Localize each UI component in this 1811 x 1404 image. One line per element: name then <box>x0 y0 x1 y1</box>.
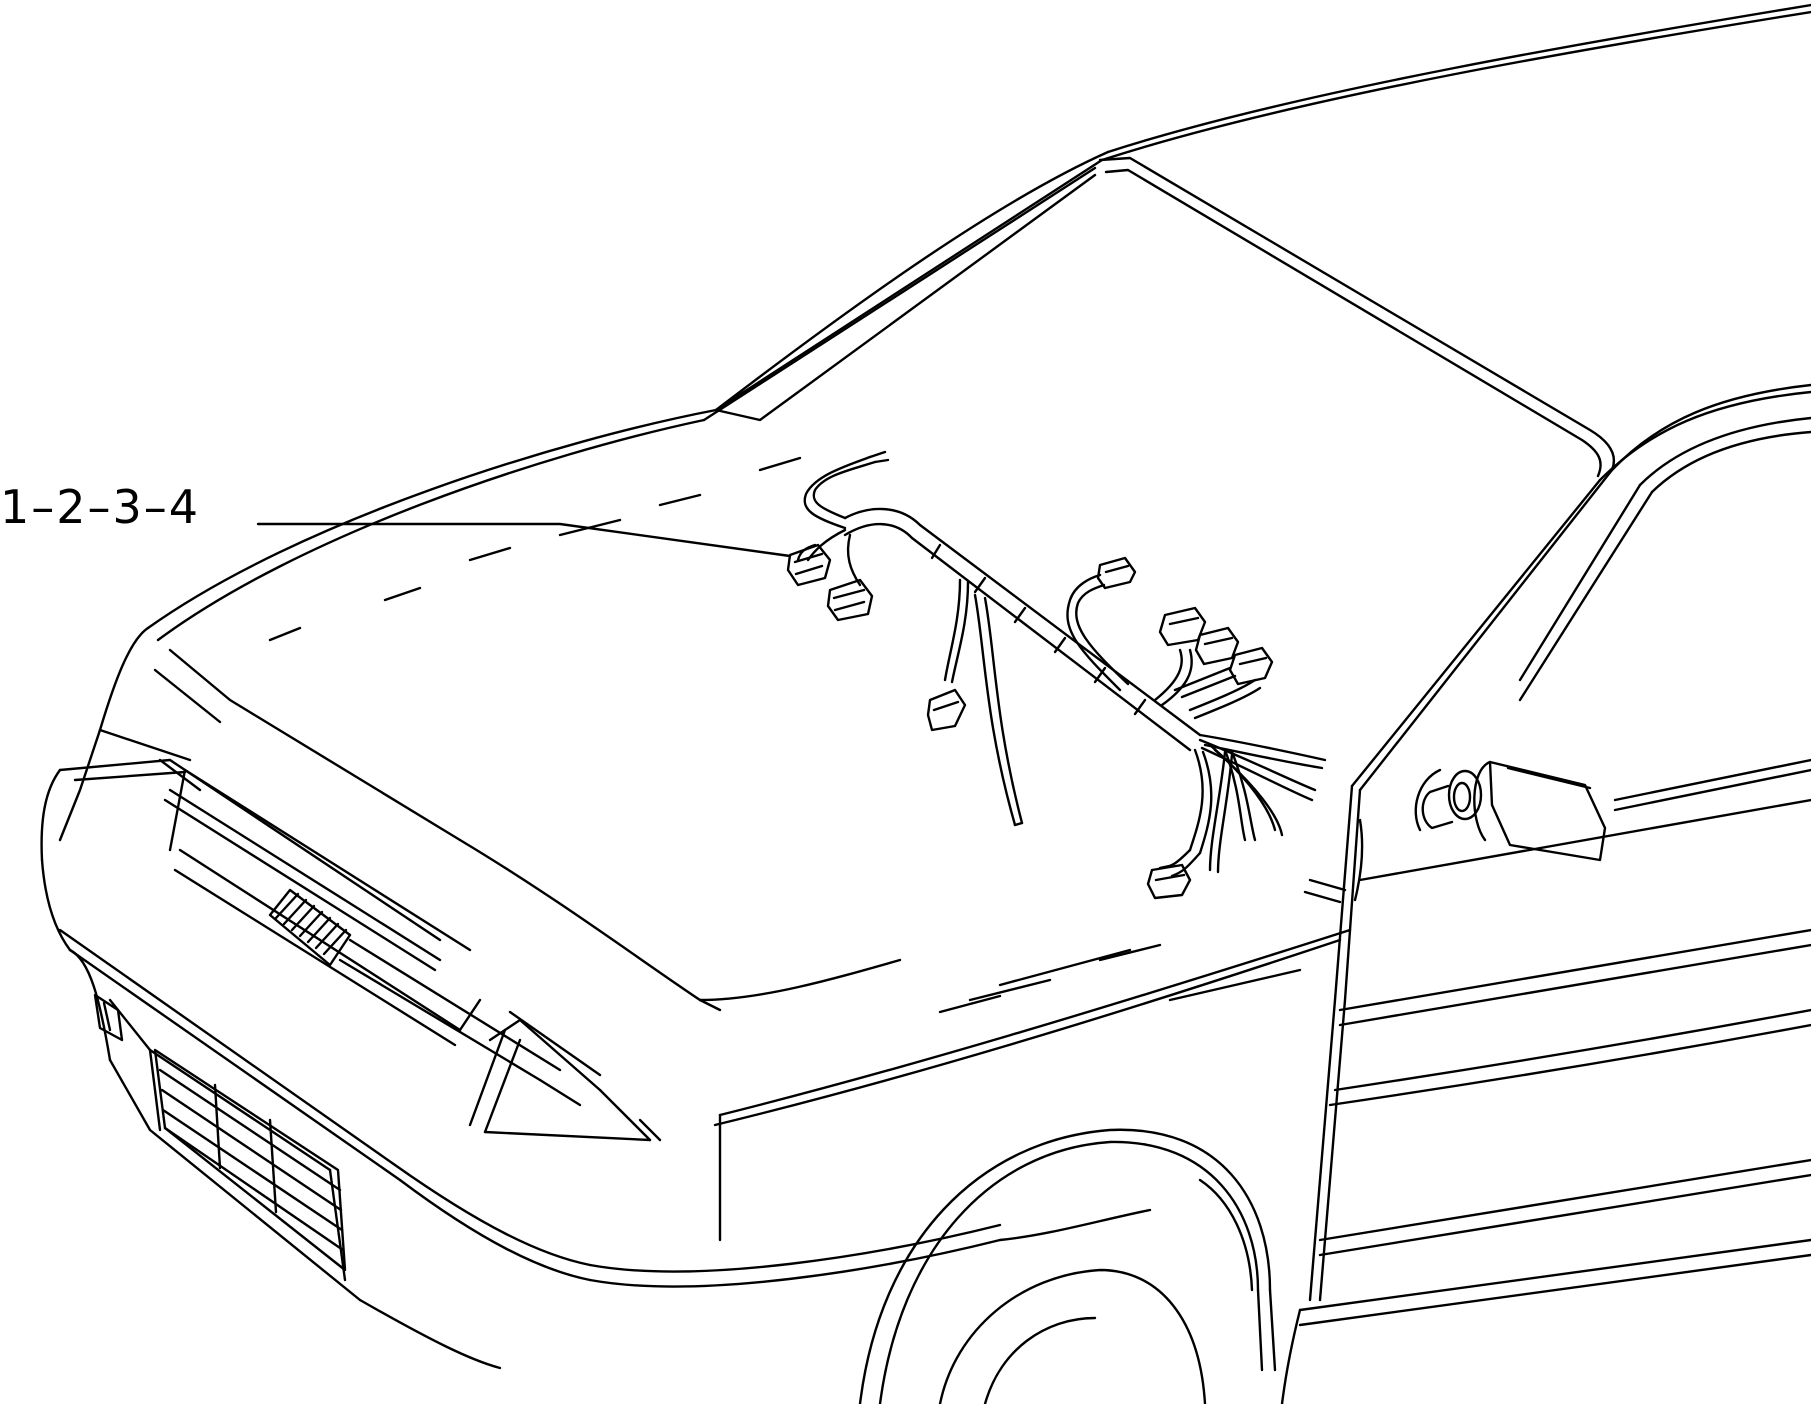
callout-label: 1–2–3–4 <box>0 480 200 534</box>
hood-crease-lines <box>268 456 1162 987</box>
hood-outline <box>58 173 1364 1142</box>
connector-7 <box>1228 646 1274 686</box>
harness-fanout <box>1158 733 1327 878</box>
front-wheel <box>938 1268 1207 1404</box>
wiring-harness <box>796 450 1202 752</box>
headlight-left <box>163 768 482 1047</box>
connector-6 <box>1194 626 1240 666</box>
connector-3 <box>926 688 967 732</box>
front-fascia <box>40 728 592 1282</box>
front-fender <box>588 1113 1152 1288</box>
lower-grille <box>153 1048 347 1272</box>
connector-4 <box>1096 556 1137 590</box>
wheel-arch <box>858 1128 1277 1404</box>
connector-1 <box>786 543 832 587</box>
front-bumper <box>68 948 502 1370</box>
grille-emblem <box>268 888 352 967</box>
connector-8 <box>1146 863 1192 900</box>
harness-right-branch <box>1066 573 1262 720</box>
headlight-right <box>338 938 652 1142</box>
windshield <box>702 156 1616 478</box>
door-panels <box>1280 784 1811 1404</box>
harness-center-branch <box>943 578 1024 827</box>
connector-2 <box>826 578 874 622</box>
callout-leader-line <box>256 522 792 558</box>
side-window <box>1350 383 1811 812</box>
roof-outline <box>714 3 1811 412</box>
side-mirror <box>1414 760 1607 862</box>
fog-light <box>93 993 124 1042</box>
